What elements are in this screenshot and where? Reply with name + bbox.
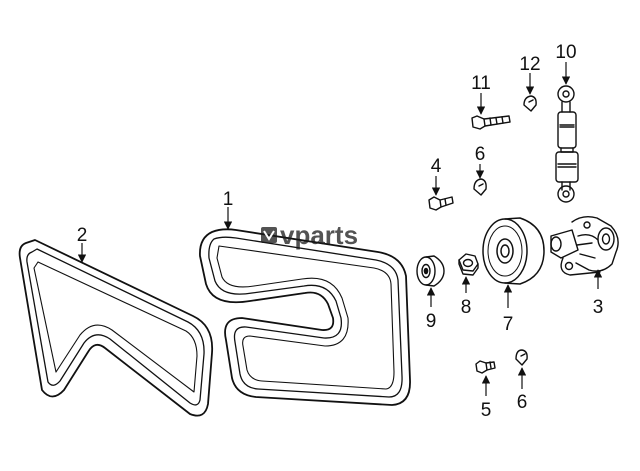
bolt-part-11 bbox=[471, 115, 511, 130]
callout-5: 5 bbox=[481, 400, 492, 421]
callout-11: 11 bbox=[471, 73, 491, 94]
callout-6-lower: 6 bbox=[517, 392, 528, 413]
cap-part-12 bbox=[523, 95, 537, 112]
watermark-text: vparts bbox=[280, 220, 358, 250]
callout-4: 4 bbox=[431, 156, 442, 177]
callout-6-upper: 6 bbox=[475, 144, 486, 165]
callout-12: 12 bbox=[519, 54, 540, 75]
callout-7: 7 bbox=[503, 314, 514, 335]
callout-1: 1 bbox=[223, 189, 234, 210]
pulley-part-7 bbox=[482, 217, 545, 285]
belt-part-2 bbox=[18, 239, 214, 417]
idler-pulley-part-9 bbox=[416, 255, 445, 287]
cap-part-6-lower bbox=[515, 349, 528, 366]
belt-part-1 bbox=[199, 228, 411, 406]
bolt-part-4 bbox=[428, 196, 454, 211]
callout-8: 8 bbox=[461, 297, 472, 318]
callout-9: 9 bbox=[426, 311, 437, 332]
vparts-watermark: vparts bbox=[261, 220, 358, 250]
damper-part-10 bbox=[555, 85, 579, 203]
cap-part-6-upper bbox=[473, 178, 487, 196]
callout-3: 3 bbox=[593, 297, 604, 318]
callout-2: 2 bbox=[77, 225, 88, 246]
callout-labels: 1 2 3 4 5 6 6 7 8 9 10 11 12 bbox=[77, 42, 604, 421]
tensioner-part-3 bbox=[550, 215, 619, 276]
bolt-part-5 bbox=[475, 360, 496, 374]
callout-10: 10 bbox=[555, 42, 576, 63]
nut-part-8 bbox=[458, 253, 479, 276]
leader-arrows bbox=[77, 62, 603, 396]
